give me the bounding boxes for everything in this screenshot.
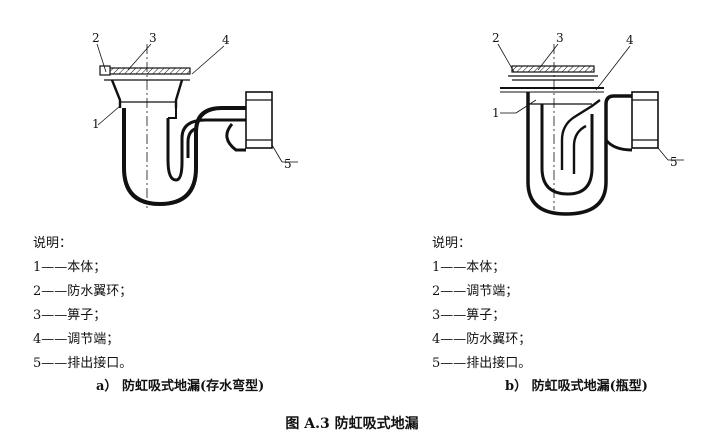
right-callout-labels: 2 3 4 1 5 — [492, 31, 678, 169]
right-caption: b） 防虹吸式地漏(瓶型) — [505, 379, 648, 394]
left-callout-3: 3 — [149, 31, 157, 45]
drawing-a-ptrap — [96, 43, 298, 208]
right-legend-item-4: 4——防水翼环； — [432, 332, 532, 347]
drawing-b-bottle — [497, 43, 684, 216]
right-callout-4: 4 — [626, 33, 634, 47]
left-legend-item-1: 1——本体； — [33, 260, 107, 275]
right-legend-item-2: 2——调节端； — [432, 284, 519, 299]
left-waterproof-ring — [99, 65, 111, 76]
right-legend-title: 说明： — [432, 236, 472, 251]
right-inner-cup — [540, 104, 594, 196]
figure-title: 图 A.3 防虹吸式地漏 — [285, 416, 419, 432]
right-callout-1: 1 — [492, 106, 500, 120]
left-caption: a） 防虹吸式地漏(存水弯型) — [96, 379, 265, 394]
left-u-outer — [122, 106, 246, 207]
right-callout-2: 2 — [492, 31, 500, 45]
left-baffle — [186, 126, 199, 158]
left-legend-item-3: 3——箅子； — [33, 308, 107, 323]
left-funnel — [110, 79, 184, 108]
right-outlet — [631, 91, 659, 149]
right-callout-5: 5 — [670, 155, 678, 169]
left-callout-5: 5 — [284, 157, 292, 171]
right-legend-item-1: 1——本体； — [432, 260, 506, 275]
right-grate — [511, 65, 595, 73]
left-legend-item-5: 5——排出接口。 — [33, 356, 133, 371]
right-legend-item-3: 3——箅子； — [432, 308, 506, 323]
left-outlet — [245, 91, 273, 149]
right-body-outer — [526, 92, 632, 216]
right-callout-3: 3 — [556, 31, 564, 45]
left-callout-1: 1 — [92, 117, 100, 131]
left-legend-item-2: 2——防水翼环； — [33, 284, 133, 299]
left-u-inner — [166, 118, 246, 182]
left-legend-item-4: 4——调节端； — [33, 332, 120, 347]
left-callout-labels: 2 3 4 1 5 — [92, 31, 292, 171]
left-callout-2: 2 — [92, 31, 100, 45]
left-legend-title: 说明： — [33, 236, 73, 251]
left-callout-4: 4 — [222, 33, 230, 47]
right-inner-tube — [560, 99, 601, 170]
right-legend-item-5: 5——排出接口。 — [432, 356, 532, 371]
